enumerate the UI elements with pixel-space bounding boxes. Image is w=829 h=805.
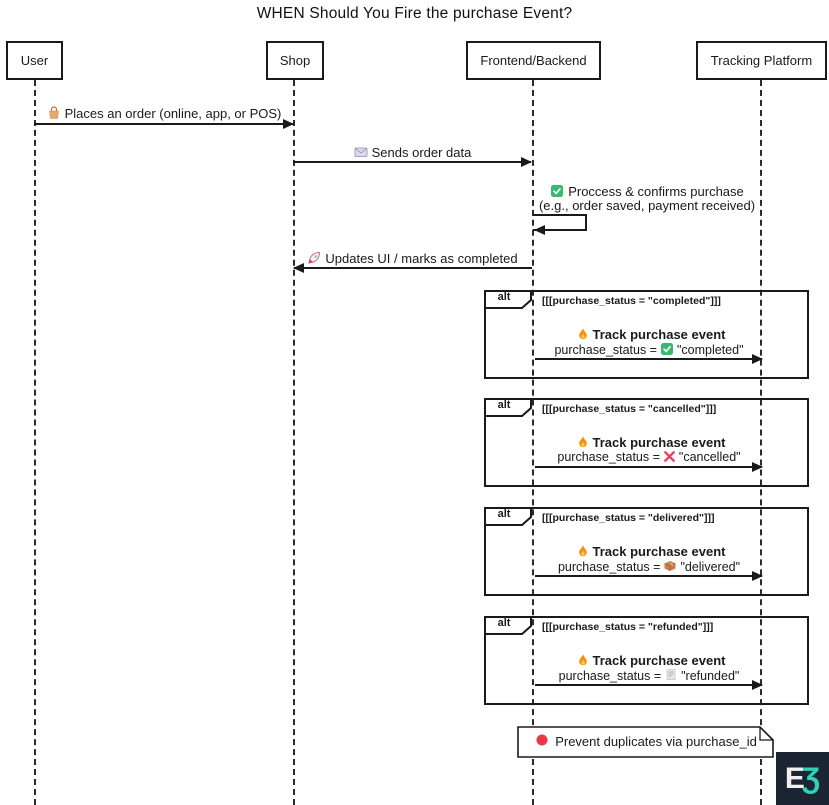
envelope-icon: [354, 145, 368, 162]
track-event-label: Track purchase event: [592, 327, 726, 342]
arrowhead-icon: [752, 354, 763, 364]
arrowhead-icon: [521, 157, 532, 167]
actor-user-label: User: [20, 53, 49, 68]
track-event-title: Track purchase event: [535, 653, 763, 670]
alt-condition: [[[purchase_status = "delivered"]]]: [542, 512, 715, 524]
package-icon: [663, 559, 677, 576]
flame-icon: [576, 327, 590, 344]
message-updates-ui: Updates UI / marks as completed: [293, 251, 532, 268]
actor-shop-label: Shop: [279, 53, 311, 68]
lifeline-shop: [293, 80, 295, 805]
actor-tracking-platform: Tracking Platform: [696, 41, 827, 80]
flame-icon: [576, 653, 590, 670]
alt-frame-completed: alt [[[purchase_status = "completed"]]] …: [484, 290, 809, 379]
alt-keyword: alt: [497, 399, 511, 411]
rocket-icon: [307, 251, 321, 268]
status-line: purchase_status = "delivered": [535, 559, 763, 576]
arrowhead-icon: [752, 462, 763, 472]
arrowhead-icon: [534, 225, 545, 235]
arrowhead-icon: [283, 119, 294, 129]
message-places-order-label: Places an order (online, app, or POS): [64, 106, 282, 121]
alt-keyword-tag: alt: [484, 290, 532, 309]
flame-icon: [576, 544, 590, 561]
status-prefix: purchase_status =: [558, 669, 662, 683]
message-process-confirms-sub: (e.g., order saved, payment received): [538, 198, 756, 213]
actor-tracking-platform-label: Tracking Platform: [710, 53, 813, 68]
alt-keyword-tag: alt: [484, 507, 532, 526]
note-prevent-duplicates: Prevent duplicates via purchase_id: [517, 726, 775, 759]
alt-condition: [[[purchase_status = "completed"]]]: [542, 295, 721, 307]
lifeline-tracking-platform: [760, 80, 762, 805]
track-event-label: Track purchase event: [592, 544, 726, 559]
status-line: purchase_status = "completed": [535, 342, 763, 359]
arrow-track-event: [535, 571, 763, 581]
arrowhead-icon: [752, 571, 763, 581]
alt-keyword-tag: alt: [484, 616, 532, 635]
arrowhead-icon: [293, 263, 304, 273]
arrow-track-event: [535, 462, 763, 472]
check-icon: [550, 184, 564, 201]
status-prefix: purchase_status =: [554, 343, 657, 357]
alt-frame-cancelled: alt [[[purchase_status = "cancelled"]]] …: [484, 398, 809, 487]
alt-condition: [[[purchase_status = "refunded"]]]: [542, 621, 714, 633]
alt-frame-delivered: alt [[[purchase_status = "delivered"]]] …: [484, 507, 809, 596]
status-value: "delivered": [680, 560, 741, 574]
alt-keyword: alt: [497, 617, 511, 629]
actor-frontend-backend-label: Frontend/Backend: [480, 53, 587, 68]
alt-keyword-tag: alt: [484, 398, 532, 417]
alt-keyword: alt: [497, 508, 511, 520]
arrowhead-icon: [752, 680, 763, 690]
status-value: "cancelled": [678, 450, 741, 464]
brand-logo: E Ʒ: [776, 752, 829, 805]
track-event-title: Track purchase event: [535, 544, 763, 561]
flame-icon: [576, 435, 590, 452]
arrow-track-event: [535, 354, 763, 364]
receipt-icon: [664, 668, 678, 685]
lifeline-frontend-backend: [532, 80, 534, 805]
shopping-bag-icon: [47, 106, 61, 123]
alt-frame-refunded: alt [[[purchase_status = "refunded"]]] T…: [484, 616, 809, 705]
message-process-confirms-line1: Proccess & confirms purchase: [533, 184, 761, 201]
red-circle-icon: [535, 733, 549, 750]
message-sends-order-data-label: Sends order data: [371, 145, 472, 160]
status-prefix: purchase_status =: [557, 560, 661, 574]
logo-letter-e: E: [784, 761, 805, 795]
logo-letter-three: Ʒ: [801, 761, 821, 795]
status-prefix: purchase_status =: [557, 450, 660, 464]
arrow-track-event: [535, 680, 763, 690]
note-shape: [517, 726, 774, 758]
message-process-confirms-line2: (e.g., order saved, payment received): [533, 198, 761, 213]
status-line: purchase_status = "refunded": [535, 668, 763, 685]
actor-frontend-backend: Frontend/Backend: [466, 41, 601, 80]
message-places-order: Places an order (online, app, or POS): [34, 106, 294, 123]
note-label: Prevent duplicates via purchase_id: [555, 734, 757, 749]
self-loop: [533, 214, 587, 231]
status-line: purchase_status = "cancelled": [535, 450, 763, 466]
arrow-updates-ui: [293, 263, 532, 273]
track-event-label: Track purchase event: [592, 435, 726, 450]
message-process-confirms-label: Proccess & confirms purchase: [568, 184, 744, 199]
track-event-title: Track purchase event: [535, 327, 763, 344]
message-updates-ui-label: Updates UI / marks as completed: [325, 251, 518, 266]
actor-user: User: [6, 41, 63, 80]
status-value: "refunded": [681, 669, 740, 683]
message-sends-order-data: Sends order data: [293, 145, 532, 162]
alt-keyword: alt: [497, 291, 511, 303]
track-event-label: Track purchase event: [592, 653, 726, 668]
track-event-title: Track purchase event: [535, 435, 763, 452]
actor-shop: Shop: [266, 41, 324, 80]
arrow-sends-order-data: [293, 157, 532, 167]
arrow-places-order: [34, 119, 294, 129]
status-value: "completed": [676, 343, 744, 357]
cross-icon: [663, 450, 676, 466]
diagram-title: WHEN Should You Fire the purchase Event?: [256, 5, 573, 22]
check-icon: [660, 342, 674, 359]
lifeline-user: [34, 80, 36, 805]
alt-condition: [[[purchase_status = "cancelled"]]]: [542, 403, 717, 415]
